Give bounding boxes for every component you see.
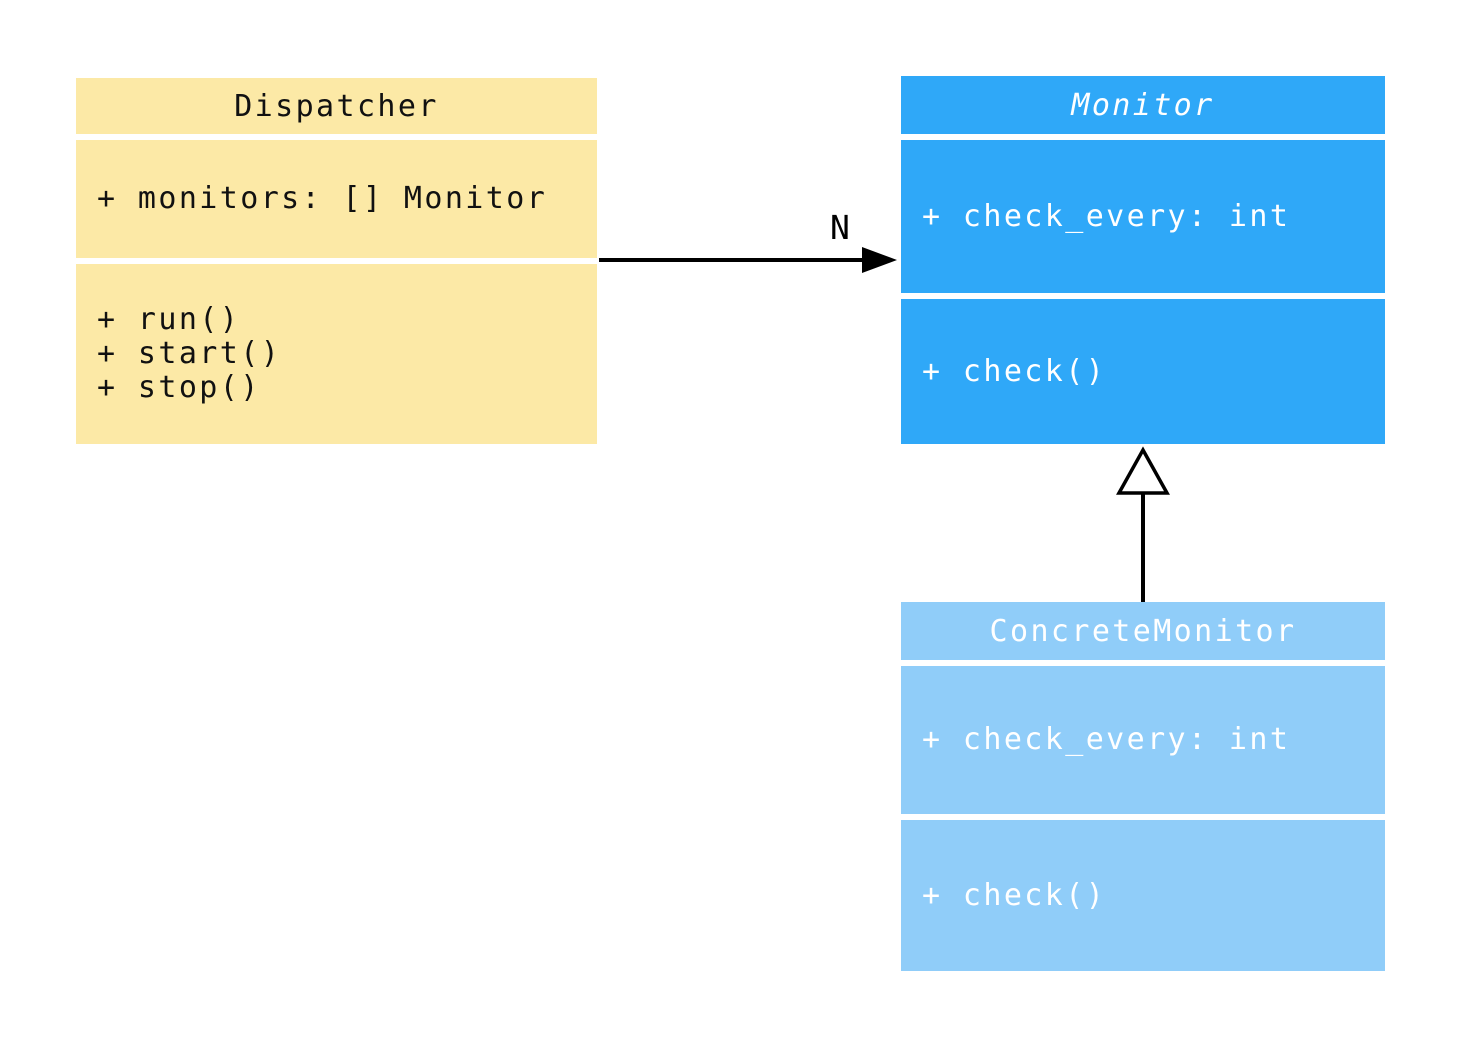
class-box-concrete-monitor: ConcreteMonitor + check_every: int + che… bbox=[901, 602, 1385, 971]
class-box-monitor: Monitor + check_every: int + check() bbox=[901, 76, 1385, 444]
association-multiplicity-label: N bbox=[830, 208, 850, 247]
class-title-dispatcher: Dispatcher bbox=[76, 78, 597, 134]
attribute-line: + check_every: int bbox=[922, 198, 1291, 234]
class-methods-dispatcher: + run() + start() + stop() bbox=[76, 264, 597, 444]
class-attributes-dispatcher: + monitors: [] Monitor bbox=[76, 140, 597, 258]
method-line: + start() bbox=[97, 336, 282, 371]
class-attributes-concrete-monitor: + check_every: int bbox=[901, 666, 1385, 814]
class-attributes-monitor: + check_every: int bbox=[901, 140, 1385, 293]
association-arrow-dispatcher-monitor bbox=[599, 247, 897, 273]
class-methods-monitor: + check() bbox=[901, 299, 1385, 444]
class-box-dispatcher: Dispatcher + monitors: [] Monitor + run(… bbox=[76, 78, 597, 444]
method-line: + check() bbox=[922, 877, 1107, 913]
method-line: + run() bbox=[97, 302, 241, 337]
class-title-monitor: Monitor bbox=[901, 76, 1385, 134]
method-line: + check() bbox=[922, 353, 1107, 389]
method-line: + stop() bbox=[97, 370, 261, 405]
inheritance-triangle-icon bbox=[1116, 446, 1170, 495]
attribute-line: + monitors: [] Monitor bbox=[97, 181, 548, 216]
inheritance-arrow-concrete-monitor-monitor bbox=[1116, 446, 1170, 602]
association-arrowhead-icon bbox=[862, 247, 897, 273]
class-title-concrete-monitor: ConcreteMonitor bbox=[901, 602, 1385, 660]
class-methods-concrete-monitor: + check() bbox=[901, 820, 1385, 971]
attribute-line: + check_every: int bbox=[922, 722, 1291, 757]
